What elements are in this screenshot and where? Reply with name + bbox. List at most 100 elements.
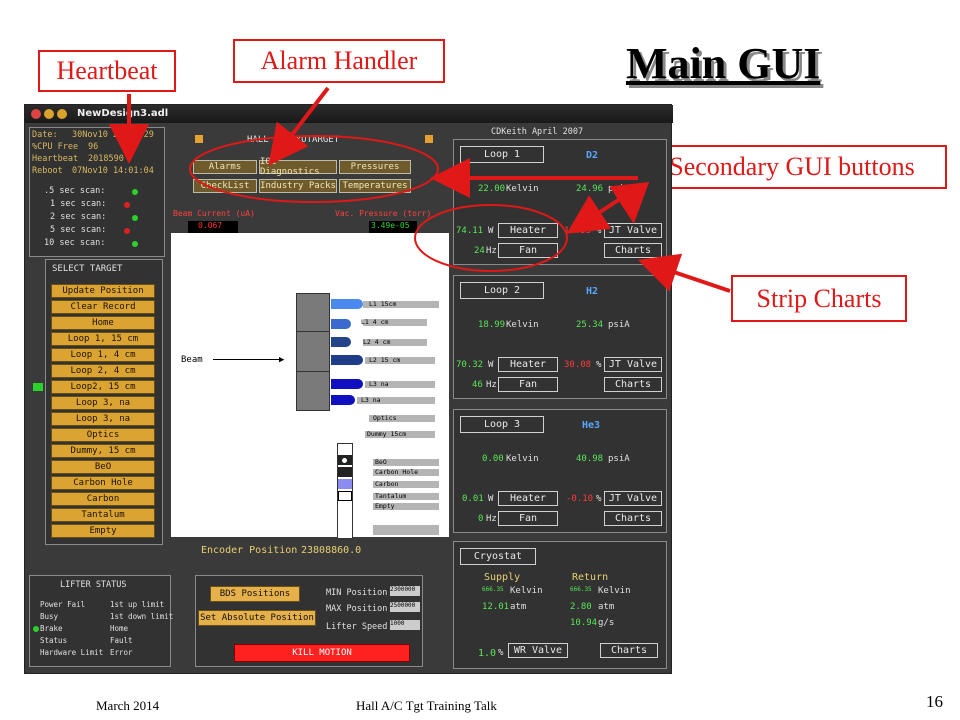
min-position-input[interactable]: 2300000 (390, 586, 420, 596)
solid-bar (373, 503, 439, 510)
footer-date: March 2014 (96, 698, 160, 713)
home-button[interactable]: Home (51, 316, 155, 330)
target-button[interactable]: Carbon Hole (51, 476, 155, 490)
target-button[interactable]: BeO (51, 460, 155, 474)
heater-value: 0.01 (462, 494, 484, 504)
target-cell (331, 337, 351, 347)
solid-bar (373, 525, 439, 535)
cell-divider (296, 331, 330, 332)
heater-button[interactable]: Heater (498, 357, 558, 372)
fan-button[interactable]: Fan (498, 243, 558, 258)
target-button[interactable]: Tantalum (51, 508, 155, 522)
solid-label: Carbon (375, 480, 399, 488)
close-icon[interactable] (31, 109, 41, 119)
target-label: L1 4 cm (361, 318, 389, 326)
beam-arrow-head: ▶ (279, 355, 285, 365)
alarm-handler-ring (189, 135, 439, 203)
wr-value: 1.0 (478, 648, 497, 659)
fan-value: 0 (478, 514, 484, 524)
target-button[interactable]: Loop2, 15 cm (51, 380, 155, 394)
flow-value: 10.94 (570, 618, 598, 628)
lifter-status-item: 1st down limit (110, 612, 174, 621)
charts-button[interactable]: Charts (604, 511, 662, 526)
vac-pressure-value: 3.49e-05 (369, 221, 417, 233)
target-button[interactable]: Loop 1, 4 cm (51, 348, 155, 362)
update-position-button[interactable]: Update Position (51, 284, 155, 298)
heater-button[interactable]: Heater (498, 491, 558, 506)
clear-record-button[interactable]: Clear Record (51, 300, 155, 314)
jt-unit: % (596, 494, 602, 504)
jt-unit: % (596, 360, 602, 370)
scan-label: 1 sec scan: (50, 199, 107, 209)
heater-value: 74.11 (456, 226, 484, 236)
supply-press: 12.01 (482, 602, 510, 612)
fan-unit: Hz (486, 380, 497, 390)
secondary-gui-arrow (609, 181, 650, 224)
strip-charts-arrow (637, 253, 731, 293)
target-button[interactable]: Carbon (51, 492, 155, 506)
lifter-speed-input[interactable]: 1000 (390, 620, 420, 630)
maximize-icon[interactable] (57, 109, 67, 119)
slide-title: Main GUI (626, 39, 821, 88)
loop-temp-unit: Kelvin (506, 320, 539, 330)
lifter-status-item: Home (110, 624, 129, 633)
cell-divider (296, 371, 330, 372)
fan-button[interactable]: Fan (498, 377, 558, 392)
target-bar (365, 431, 435, 438)
lifter-status-item: Error (110, 648, 133, 657)
charts-button[interactable]: Charts (604, 377, 662, 392)
pressures-button[interactable]: Pressures (339, 160, 411, 174)
target-button[interactable]: Optics (51, 428, 155, 442)
solid-target-hole (342, 458, 347, 463)
brake-indicator (33, 626, 39, 632)
target-diagram: Beam ▶ L1 15cm L1 4 cm L2 4 cm L2 15 cm … (171, 233, 449, 539)
target-button[interactable]: Loop 1, 15 cm (51, 332, 155, 346)
loop-3-panel: Loop 3 He3 0.00 Kelvin 40.98 psiA 0.01 W… (453, 409, 667, 533)
jt-value: 30.08 (564, 360, 592, 370)
target-button[interactable]: Loop 2, 4 cm (51, 364, 155, 378)
target-button[interactable]: Loop 3, na (51, 396, 155, 410)
industry-packs-button[interactable]: Industry Packs (259, 179, 337, 193)
solid-bar (373, 493, 439, 500)
temperatures-button[interactable]: Temperatures (339, 179, 411, 193)
strip-charts-callout: Strip Charts (731, 275, 907, 322)
lifter-status-title: LIFTER STATUS (60, 580, 127, 590)
charts-button[interactable]: Charts (600, 643, 658, 658)
loop-press: 25.34 (576, 320, 604, 330)
min-position-label: MIN Position (326, 588, 388, 598)
wr-valve-button[interactable]: WR Valve (508, 643, 568, 658)
max-position-input[interactable]: 2500000 (390, 602, 420, 612)
target-button[interactable]: Loop 3, na (51, 412, 155, 426)
minimize-icon[interactable] (44, 109, 54, 119)
alarms-button[interactable]: Alarms (193, 160, 257, 174)
loop-gas: D2 (586, 150, 599, 161)
charts-button[interactable]: Charts (604, 243, 662, 258)
loop-press: 40.98 (576, 454, 604, 464)
solid-label: Tantalum (375, 492, 407, 500)
set-absolute-position-button[interactable]: Set Absolute Position (198, 610, 316, 626)
bds-positions-button[interactable]: BDS Positions (210, 586, 300, 602)
footer-talk: Hall A/C Tgt Training Talk (356, 698, 497, 713)
alarm-arrow (268, 86, 330, 166)
target-button[interactable]: Dummy, 15 cm (51, 444, 155, 458)
reboot-value: 07Nov10 14:01:04 (72, 166, 154, 176)
return-temp: 666.35 (570, 586, 592, 593)
loop-press-unit: psiA (608, 320, 630, 330)
heartbeat-callout: Heartbeat (38, 50, 176, 92)
fan-button[interactable]: Fan (498, 511, 558, 526)
solid-bar (373, 469, 439, 476)
reboot-label: Reboot (32, 166, 63, 176)
jt-valve-button[interactable]: JT Valve (604, 491, 662, 506)
target-button[interactable]: Empty (51, 524, 155, 538)
loop-gas: He3 (582, 420, 601, 431)
heater-button[interactable]: Heater (498, 223, 558, 238)
kill-motion-button[interactable]: KILL MOTION (234, 644, 410, 662)
target-cell (331, 299, 363, 309)
jt-valve-button[interactable]: JT Valve (604, 357, 662, 372)
return-label: Return (572, 572, 609, 583)
heater-value: 70.32 (456, 360, 484, 370)
fan-unit: Hz (486, 246, 497, 256)
loop-title: Loop 3 (460, 416, 544, 433)
logo-mark (425, 135, 433, 143)
author-label: CDKeith April 2007 (491, 127, 584, 137)
